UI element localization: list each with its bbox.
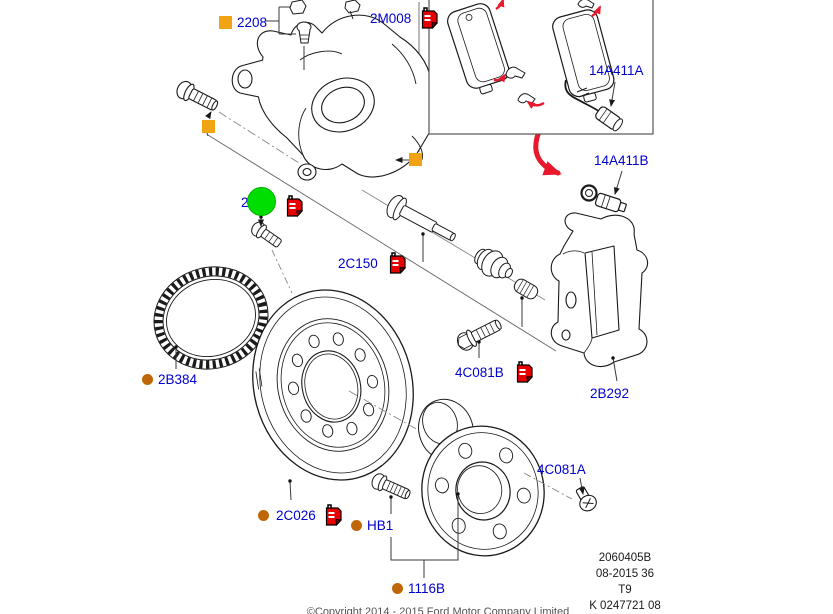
anchor-bracket-drawing	[550, 212, 649, 368]
part-label-2M008[interactable]: 2M008	[370, 7, 440, 30]
occluded-part-label: 2	[241, 195, 249, 210]
part-label-4C081A[interactable]: 4C081A	[537, 462, 586, 477]
service-document-icon[interactable]	[323, 504, 344, 527]
highlight-circle	[247, 187, 276, 216]
brake-disc-drawing	[252, 289, 414, 481]
part-label-2C026[interactable]: 2C026	[258, 504, 344, 527]
part-label-1116B[interactable]: 1116B	[392, 581, 445, 596]
drawing-number: 2060405B	[598, 552, 652, 564]
service-document-icon[interactable]	[419, 7, 440, 30]
part-label-2C150[interactable]: 2C150	[338, 252, 408, 275]
part-number[interactable]: 4C081B	[455, 365, 504, 380]
caliper-bolt-drawing	[176, 80, 219, 111]
part-number[interactable]: 2B292	[590, 386, 630, 401]
hub-drawing	[418, 398, 545, 557]
wheel-stud-drawing	[371, 473, 411, 500]
brake-pad-right-drawing	[552, 9, 615, 103]
caliper-drawing	[231, 14, 441, 181]
part-number[interactable]: 1116B	[408, 581, 446, 596]
part-label-2B384[interactable]: 2B384	[142, 372, 197, 387]
screw-axis	[523, 472, 573, 500]
drawing-reference: K 0247721 08	[589, 600, 661, 612]
bleed-screw-drawing	[289, 0, 361, 44]
dot-marker	[351, 520, 362, 531]
drawing-revision: T9	[618, 584, 632, 596]
pad-clip-drawing	[505, 66, 526, 79]
brake-pad-left-drawing	[447, 3, 510, 95]
dot-marker	[258, 510, 269, 521]
highlighted-bolt-drawing	[251, 221, 282, 248]
hotspot-square-marker[interactable]	[409, 153, 422, 166]
sensor-connector-drawing	[595, 106, 624, 132]
part-number[interactable]: HB1	[367, 518, 394, 533]
part-number[interactable]: 14A411A	[589, 63, 644, 78]
abs-screw-drawing	[575, 486, 597, 512]
red-clip-arrows	[493, 0, 602, 109]
leader-dots	[174, 215, 615, 499]
part-label-2208[interactable]: 2208	[219, 15, 267, 30]
dot-marker	[142, 374, 153, 385]
part-number[interactable]: 4C081A	[537, 462, 586, 477]
dot-marker	[392, 583, 403, 594]
brake-pads-inset	[428, 0, 654, 135]
service-document-icon[interactable]	[284, 195, 305, 218]
service-document-icon[interactable]	[514, 361, 535, 384]
part-number[interactable]: 2B384	[158, 372, 198, 387]
guide-pin-boot-drawing	[474, 248, 513, 279]
wear-sensor-drawing	[580, 184, 627, 213]
drawing-date-code: 08-2015 36	[595, 568, 655, 580]
part-label-14A411B[interactable]: 14A411B	[594, 153, 649, 168]
guide-pin-drawing	[386, 194, 456, 242]
square-marker	[219, 16, 232, 29]
leader-lines	[175, 6, 623, 578]
part-label-HB1[interactable]: HB1	[351, 518, 393, 533]
pad-clip-drawing	[577, 0, 595, 9]
drawing-code-plate: 2060405B 08-2015 36 T9 K 0247721 08	[563, 550, 687, 614]
sensor-wire	[564, 79, 602, 114]
carrier-bolt-drawing	[456, 319, 502, 351]
part-number[interactable]: 14A411B	[594, 153, 649, 168]
part-label-4C081B[interactable]: 4C081B	[455, 361, 535, 384]
service-document-icon[interactable]	[387, 252, 408, 275]
hotspot-square-marker[interactable]	[202, 120, 215, 133]
guide-pin-sleeve-drawing	[513, 278, 539, 300]
part-number[interactable]: 2C026	[276, 508, 316, 523]
copyright-text: ©Copyright 2014 - 2015 Ford Motor Compan…	[306, 606, 570, 614]
part-number[interactable]: 2M008	[370, 11, 412, 26]
part-number[interactable]: 2C150	[338, 256, 378, 271]
part-label-2B292[interactable]: 2B292	[590, 386, 629, 401]
abs-ring-drawing	[153, 266, 269, 370]
part-number[interactable]: 2208	[237, 15, 268, 30]
part-label-14A411A[interactable]: 14A411A	[589, 63, 644, 78]
